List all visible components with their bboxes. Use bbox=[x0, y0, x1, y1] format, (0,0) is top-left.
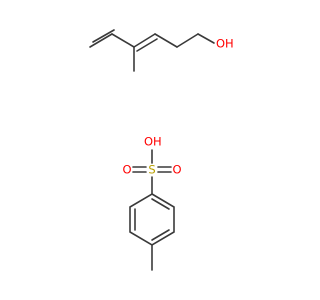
ring-inner-double-bond-2 bbox=[151, 229, 170, 241]
c3-c4-double-bond-b bbox=[136, 38, 158, 52]
hydroxyl-label: OH bbox=[216, 37, 234, 51]
c3-c4-double-bond-a bbox=[133, 33, 156, 48]
benzene-ring bbox=[129, 193, 175, 246]
oxo-left-label: O bbox=[122, 163, 131, 177]
vinyl-double-bond-inner bbox=[92, 29, 115, 43]
carbon-skeleton bbox=[89, 29, 215, 72]
c4-c5-bond bbox=[111, 33, 135, 48]
oxo-right-label: O bbox=[172, 163, 181, 177]
sulfur-label: S bbox=[148, 163, 155, 177]
vinyl-double-bond-outer bbox=[89, 33, 113, 48]
c2-c3-bond bbox=[154, 33, 178, 48]
molecule-toluenesulfonic-acid: OH S O O bbox=[122, 135, 182, 271]
molecule-hexadienol: OH bbox=[89, 29, 234, 72]
structure-canvas: OH OH S O O bbox=[89, 29, 234, 271]
c1-o-bond bbox=[197, 33, 215, 44]
ring-outline bbox=[129, 193, 175, 246]
c1-c2-bond bbox=[176, 33, 199, 48]
sulfonic-hydroxyl-label: OH bbox=[144, 135, 162, 149]
ring-inner-double-bond-1 bbox=[151, 198, 170, 210]
